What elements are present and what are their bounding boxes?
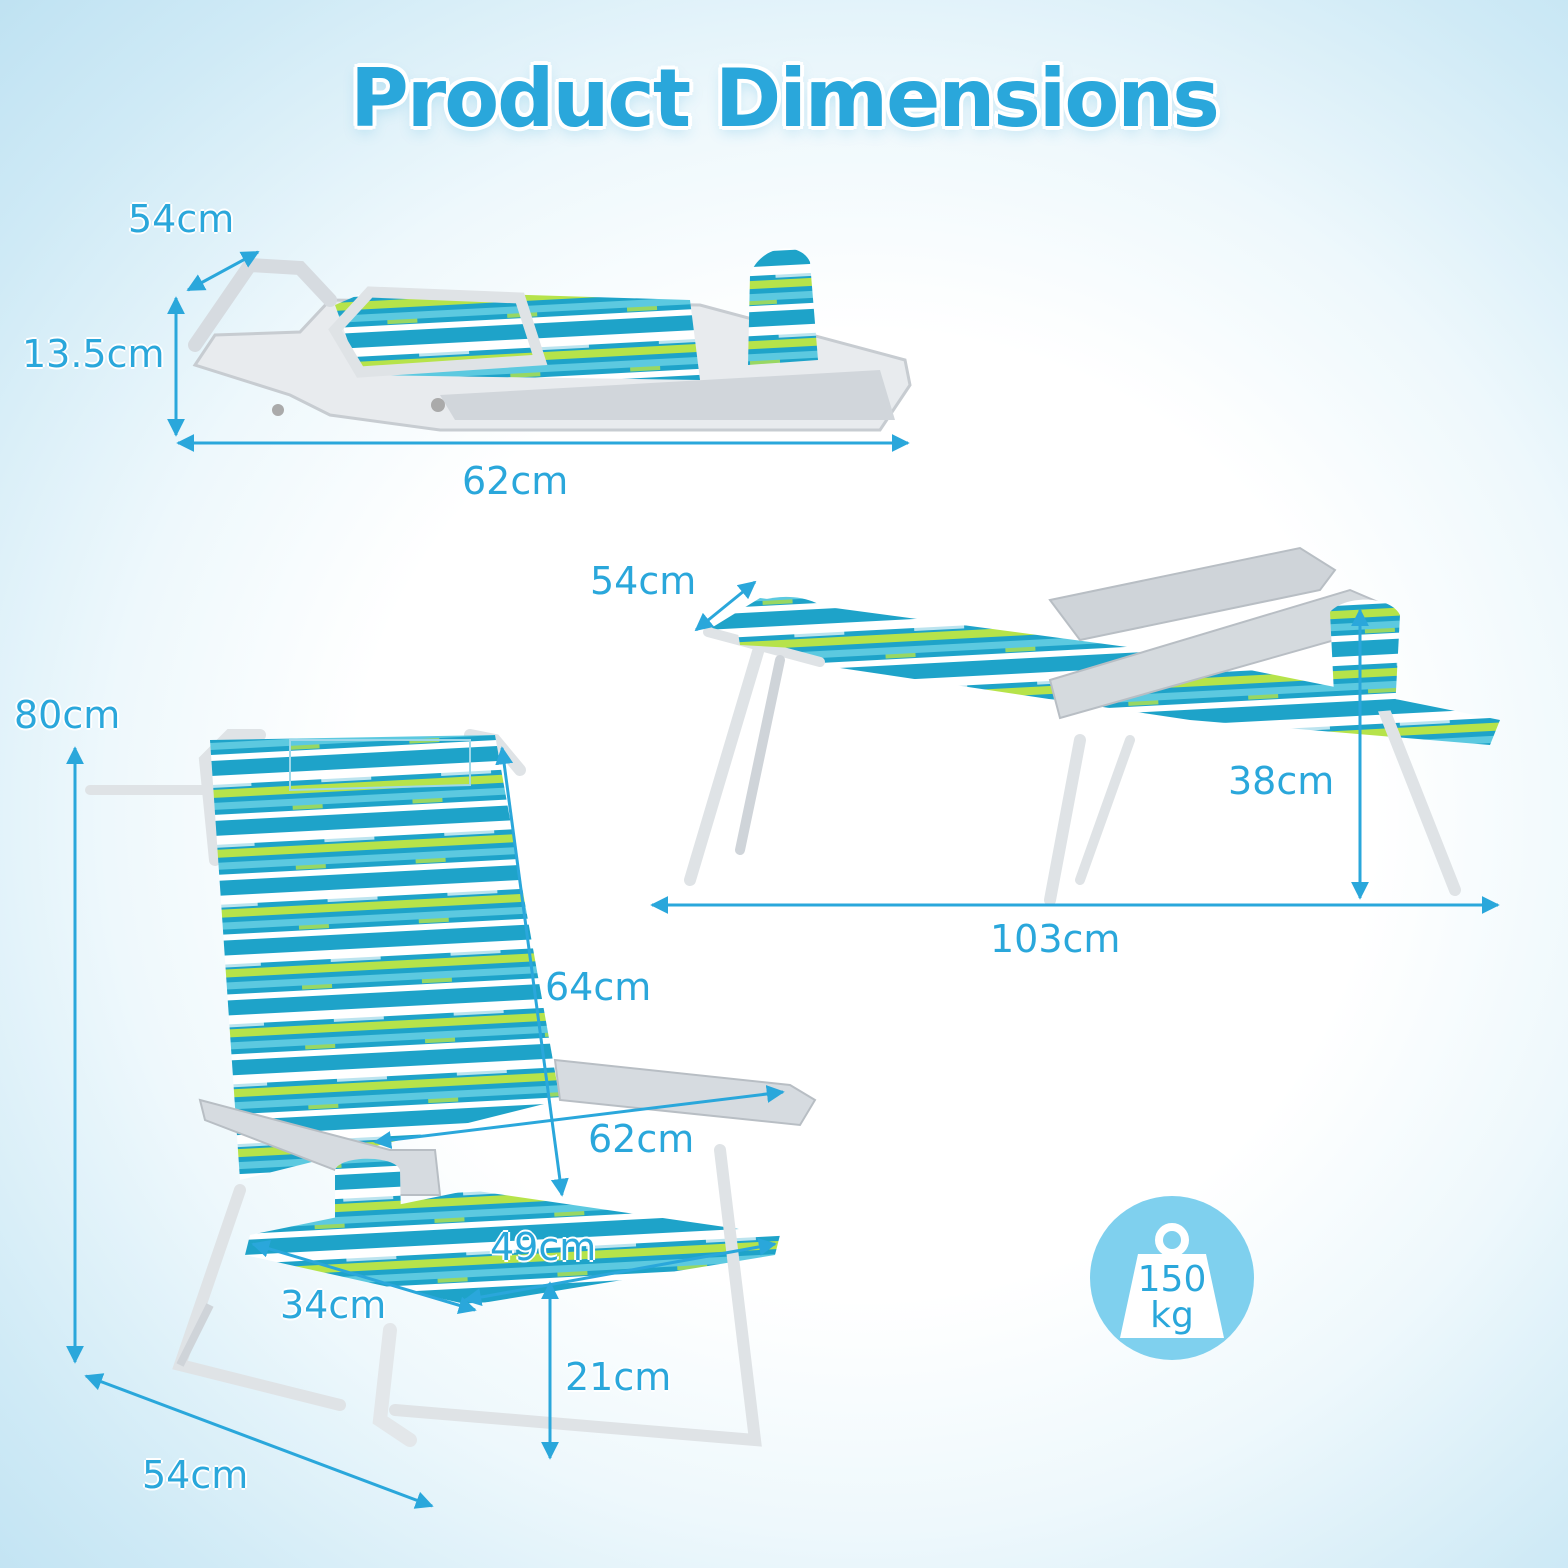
capacity-value: 150 [1137, 1259, 1207, 1300]
page-title: Product Dimensions [350, 52, 1220, 145]
seat-height-label: 21cm [565, 1355, 672, 1399]
folded-chair-icon [188, 248, 912, 432]
base-depth-label: 54cm [142, 1453, 249, 1497]
arm-width-label: 62cm [588, 1117, 695, 1161]
folded-height-label: 13.5cm [22, 332, 165, 376]
folded-width-label: 54cm [128, 197, 235, 241]
lounger-length-label: 103cm [990, 917, 1121, 961]
lounger-width-label: 54cm [590, 559, 697, 603]
weight-icon [1120, 1223, 1224, 1338]
weight-capacity-badge: 150 kg [1090, 1196, 1254, 1360]
lounger-height-label: 38cm [1228, 759, 1335, 803]
seat-depth-label: 34cm [280, 1283, 387, 1327]
lounger-chair-icon [684, 546, 1500, 906]
capacity-unit: kg [1150, 1295, 1194, 1336]
folded-length-label: 62cm [462, 459, 569, 503]
weight-capacity-text: 150 kg [1090, 1262, 1254, 1334]
backrest-height-label: 64cm [545, 965, 652, 1009]
upright-height-label: 80cm [14, 693, 121, 737]
dimension-arrows [66, 250, 1500, 1509]
seat-width-label: 49cm [490, 1225, 597, 1269]
